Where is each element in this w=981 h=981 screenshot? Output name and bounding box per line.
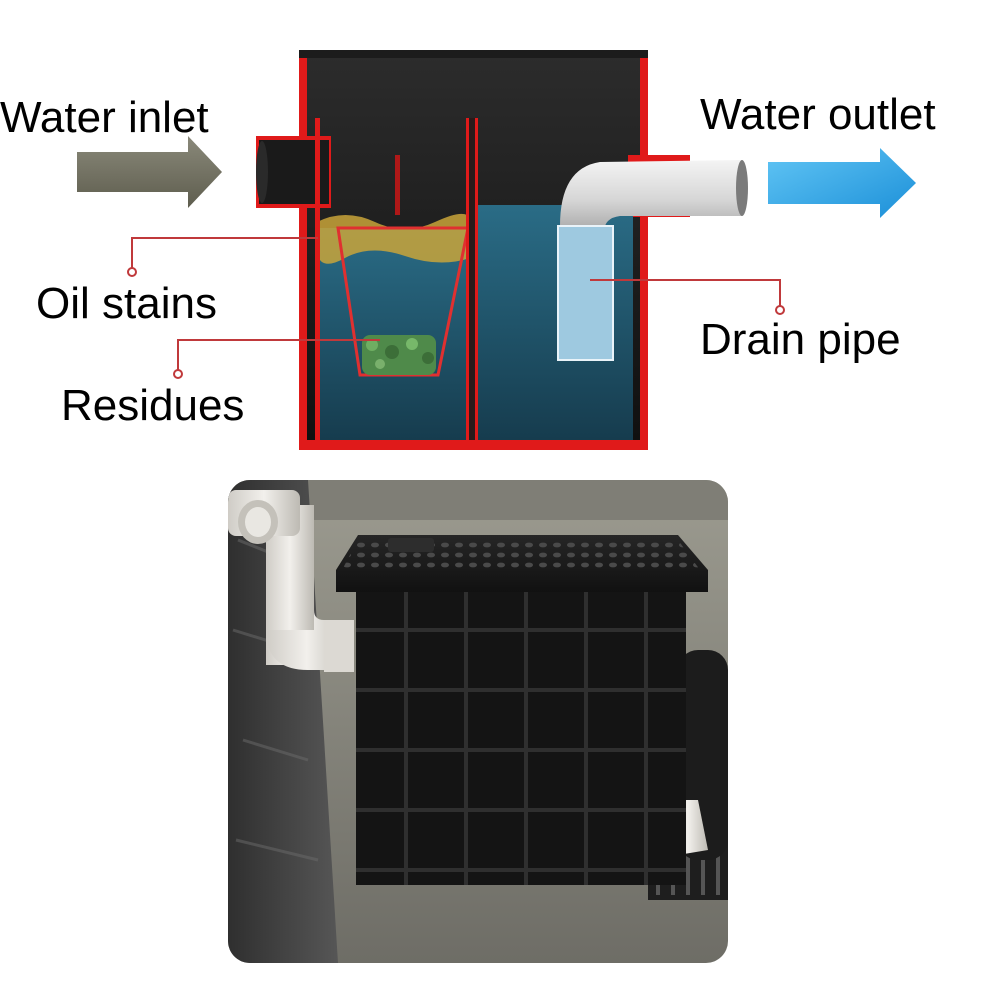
residues-blob: [362, 335, 436, 375]
drain-pipe: [557, 225, 614, 361]
label-residues: Residues: [61, 381, 245, 430]
pvc-pipe: [228, 490, 354, 672]
label-oil-stains: Oil stains: [36, 279, 217, 328]
label-water-outlet: Water outlet: [700, 90, 936, 139]
leader-lines: [127, 237, 785, 379]
strainer-basket: [336, 226, 470, 377]
cross-section-diagram: [77, 50, 916, 450]
outlet-arrow: [768, 148, 916, 218]
label-water-inlet: Water inlet: [0, 93, 209, 142]
outlet-elbow-pipe: [560, 160, 748, 240]
oil-layer: [317, 213, 470, 264]
inlet-arrow: [77, 136, 222, 208]
label-drain-pipe: Drain pipe: [700, 315, 901, 364]
grease-trap-photo: [228, 480, 728, 963]
grease-trap-box: [336, 535, 708, 885]
